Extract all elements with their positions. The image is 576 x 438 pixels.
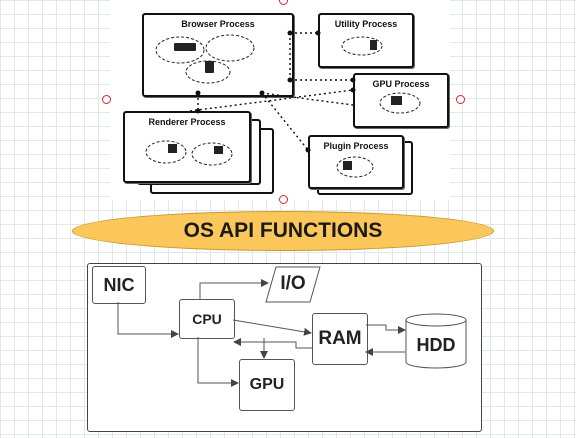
io-shape <box>265 266 321 303</box>
gpu-process-label: GPU Process <box>372 79 430 89</box>
os-api-functions-label: OS API FUNCTIONS <box>183 219 383 242</box>
selection-handle-right[interactable] <box>456 95 465 104</box>
selection-handle-bottom[interactable] <box>279 195 288 204</box>
ram-box[interactable]: RAM <box>312 313 368 365</box>
renderer-process-label: Renderer Process <box>148 117 226 127</box>
utility-process-box: Utility Process <box>318 13 414 68</box>
plugin-process-label: Plugin Process <box>323 141 389 151</box>
browser-process-box: Browser Process <box>142 13 294 97</box>
browser-process-label: Browser Process <box>181 19 255 29</box>
hdd-label: HDD <box>416 334 456 355</box>
io-label: I/O <box>280 273 306 294</box>
selection-handle-left[interactable] <box>102 95 111 104</box>
cpu-box[interactable]: CPU <box>179 299 235 339</box>
nic-box[interactable]: NIC <box>92 266 146 304</box>
gpu-label: GPU <box>249 376 285 393</box>
selection-handle-top[interactable] <box>279 0 288 5</box>
os-api-functions-ellipse[interactable]: OS API FUNCTIONS <box>72 211 494 251</box>
gpu-box[interactable]: GPU <box>239 359 295 411</box>
utility-process-label: Utility Process <box>334 19 398 29</box>
plugin-process-box: Plugin Process <box>308 135 404 189</box>
cpu-label: CPU <box>192 311 222 327</box>
nic-label: NIC <box>103 274 135 295</box>
hdd-shape <box>405 313 467 369</box>
renderer-process-box: Renderer Process <box>123 111 251 183</box>
ram-label: RAM <box>318 328 362 349</box>
